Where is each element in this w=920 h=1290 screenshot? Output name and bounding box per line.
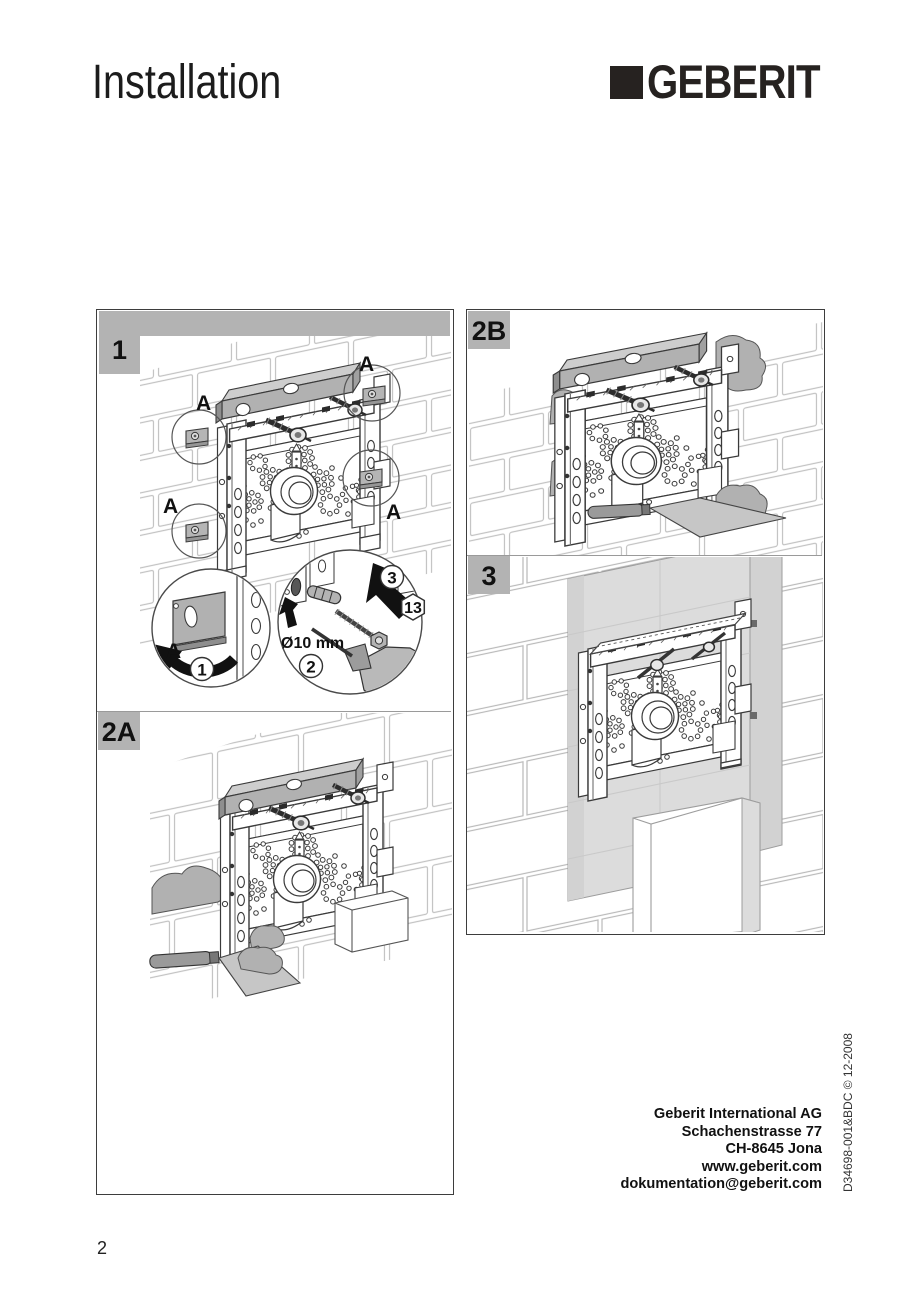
svg-text:1: 1 [197,661,206,680]
svg-text:A: A [386,501,401,524]
svg-text:A: A [166,640,181,663]
svg-text:2: 2 [306,658,315,677]
svg-text:13: 13 [404,600,422,617]
svg-text:Ø10 mm: Ø10 mm [281,635,344,652]
svg-text:A: A [359,353,374,376]
svg-text:3: 3 [387,569,396,588]
svg-text:A: A [163,495,178,518]
svg-text:A: A [196,392,211,415]
